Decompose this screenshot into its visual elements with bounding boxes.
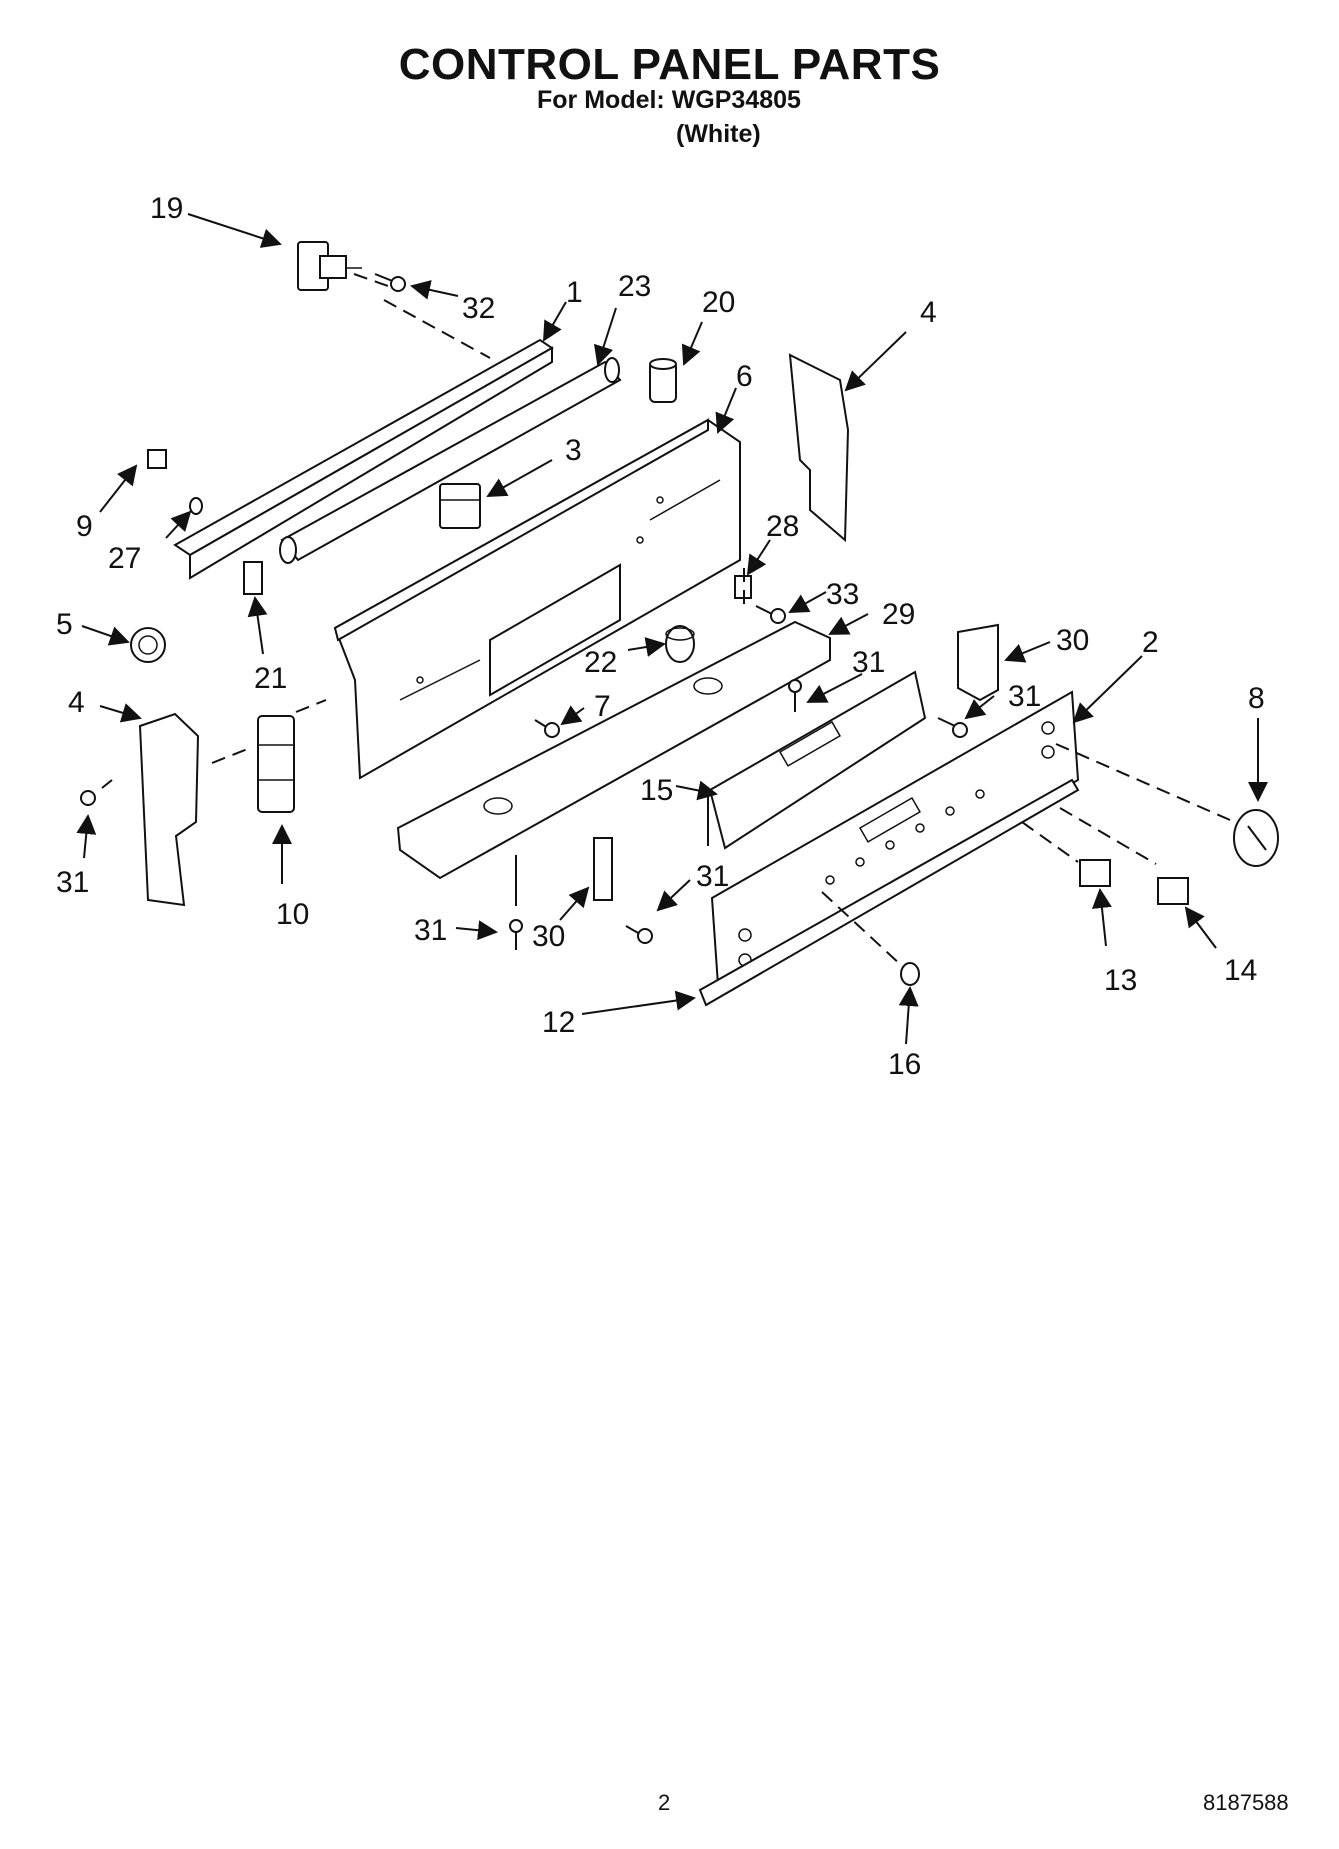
callout-13: 13 [1104,964,1137,997]
part-4-end-cap-right [788,353,850,543]
callout-4-right: 4 [920,296,937,329]
part-5-gear [130,627,166,663]
assembly-line [1055,743,1231,821]
callout-14: 14 [1224,954,1257,987]
model-line: For Model: WGP34805 [537,86,801,114]
callout-6: 6 [736,360,753,393]
assembly-line [353,273,389,287]
assembly-line [383,299,491,359]
part-21-bracket [243,561,263,595]
callout-20: 20 [702,286,735,319]
callout-15: 15 [640,774,673,807]
part-31-screw [625,925,653,944]
callout-5: 5 [56,608,73,641]
callout-33: 33 [826,578,859,611]
callout-16: 16 [888,1048,921,1081]
part-33-screw [755,605,786,624]
part-2-console-panel [710,690,1080,987]
assembly-line [295,699,327,713]
part-19-switch [297,241,362,291]
callout-7: 7 [594,690,611,723]
callout-22: 22 [584,646,617,679]
callout-32: 32 [462,292,495,325]
part-10-wire-clip [257,715,295,813]
callout-31-c: 31 [56,866,89,899]
callout-31-e: 31 [414,914,447,947]
part-8-knob [1233,809,1279,867]
callout-1: 1 [566,276,583,309]
callout-30-a: 30 [1056,624,1089,657]
part-15-electronic-control [707,670,927,850]
part-30-bracket [593,837,613,901]
part-6-control-housing [333,418,741,780]
assembly-line [1021,821,1079,863]
callout-9: 9 [76,510,93,543]
part-4-end-cap-left [138,712,200,907]
part-29-mounting-plate [396,620,831,880]
part-27-washer [189,497,203,515]
part-16-button [900,962,920,986]
assembly-line [211,747,251,764]
callout-30-b: 30 [532,920,565,953]
document-number: 8187588 [1203,1790,1289,1815]
part-32-screw [374,273,406,292]
page-number: 2 [658,1790,671,1815]
part-20-starter [649,358,677,403]
callout-4-left: 4 [68,686,85,719]
assembly-line [821,891,903,967]
part-30-bracket [957,623,999,702]
callout-12: 12 [542,1006,575,1039]
part-31-screw [80,779,113,806]
part-3-socket [439,483,481,529]
page-title: CONTROL PANEL PARTS [398,40,941,89]
callout-labels: 19 32 1 23 20 4 6 3 9 27 28 33 29 5 21 2… [56,192,1265,1081]
callout-31-d: 31 [696,860,729,893]
part-1-trim-strip [173,338,554,580]
callout-29: 29 [882,598,915,631]
part-9-clip [147,449,167,469]
leader-lines [76,213,1268,1045]
callout-31-b: 31 [1008,680,1041,713]
color-note: (White) [676,120,761,148]
callout-23: 23 [618,270,651,303]
part-31-screw [788,679,802,712]
callout-2: 2 [1142,626,1159,659]
part-13-switch [1079,859,1111,887]
assembly-line [1059,807,1157,865]
part-22-thermostat [665,625,695,663]
part-31-screw [509,919,523,950]
part-14-switch [1157,877,1189,905]
callout-21: 21 [254,662,287,695]
callout-19: 19 [150,192,183,225]
part-12-trim [698,778,1080,1007]
callout-10: 10 [276,898,309,931]
callout-28: 28 [766,510,799,543]
callout-27: 27 [108,542,141,575]
callout-31-a: 31 [852,646,885,679]
part-31-screw [937,717,968,738]
callout-8: 8 [1248,682,1265,715]
part-7-screw [534,719,560,738]
callout-3: 3 [565,434,582,467]
